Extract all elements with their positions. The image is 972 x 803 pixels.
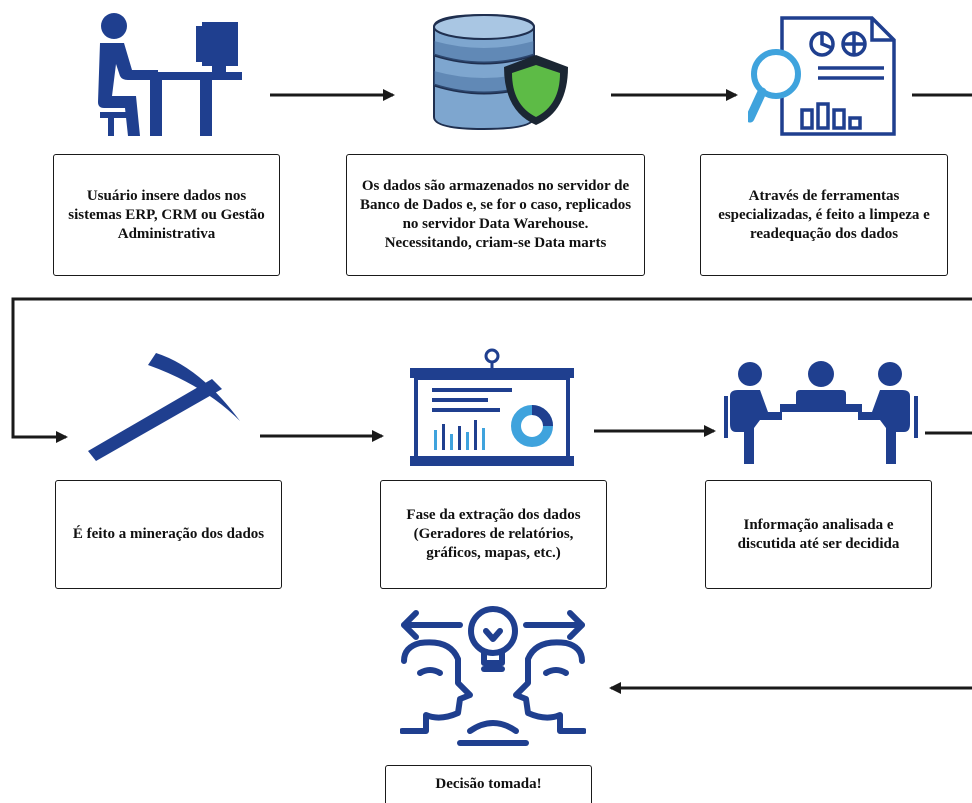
report-magnifier-icon — [748, 16, 896, 136]
step3-text: Através de ferramentas especializadas, é… — [718, 187, 930, 242]
connector-row-wrap — [11, 297, 972, 443]
user-at-computer-icon — [98, 13, 242, 136]
step3-box: Através de ferramentas especializadas, é… — [700, 154, 948, 276]
step5-box: Fase da extração dos dados (Geradores de… — [380, 480, 607, 589]
step7-text: Decisão tomada! — [435, 776, 542, 792]
decision-lightbulb-icon — [400, 606, 586, 746]
step7-box: Decisão tomada! — [385, 765, 592, 803]
presentation-board-icon — [410, 348, 574, 466]
meeting-icon — [724, 361, 918, 464]
step6-box: Informação analisada e discutida até ser… — [705, 480, 932, 589]
secure-database-icon — [433, 13, 568, 131]
step4-text: É feito a mineração dos dados — [72, 526, 265, 542]
pickaxe-icon — [88, 353, 240, 461]
step5-text: Fase da extração dos dados (Geradores de… — [406, 507, 581, 561]
step4-box: É feito a mineração dos dados — [55, 480, 282, 589]
step6-text: Informação analisada e discutida até ser… — [737, 516, 900, 552]
step2-box: Os dados são armazenados no servidor de … — [346, 154, 645, 276]
step1-text: Usuário insere dados nos sistemas ERP, C… — [68, 187, 265, 242]
step1-box: Usuário insere dados nos sistemas ERP, C… — [53, 154, 280, 276]
step2-text: Os dados são armazenados no servidor de … — [359, 178, 632, 251]
